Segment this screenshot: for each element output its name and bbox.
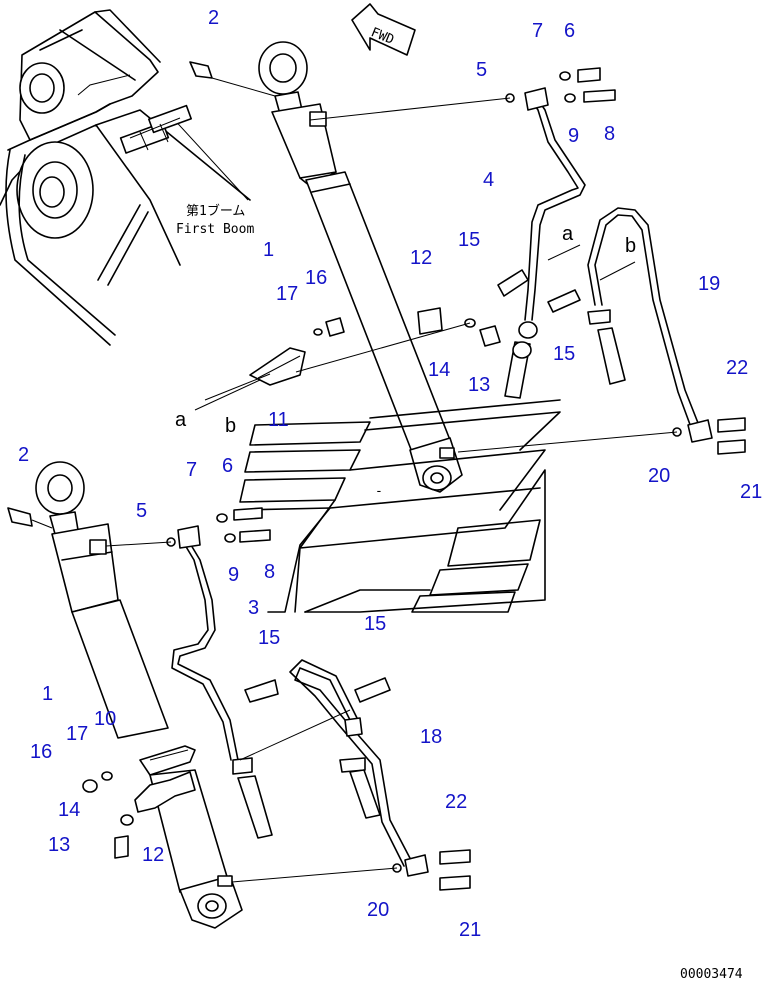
callout-11: 11 [268, 409, 289, 431]
callout-12-top: 12 [410, 247, 432, 269]
svg-text:a: a [175, 409, 187, 431]
fwd-arrow-icon: FWD [351, 3, 416, 56]
callout-5-lower: 5 [136, 500, 147, 522]
callout-15-c: 15 [258, 627, 280, 649]
callout-8-lower: 8 [264, 561, 275, 583]
callout-1-top: 1 [263, 239, 274, 261]
callout-21-lower: 21 [459, 919, 481, 941]
callout-20-top: 20 [648, 465, 670, 487]
callout-9-top: 9 [568, 125, 579, 147]
callout-14-lower: 14 [58, 799, 80, 821]
callout-22-lower: 22 [445, 791, 467, 813]
callout-13-lower: 13 [48, 834, 70, 856]
svg-text:-: - [375, 484, 383, 499]
callout-6-lower: 6 [222, 455, 233, 477]
callout-22-top: 22 [726, 357, 748, 379]
callout-12-lower: 12 [142, 844, 164, 866]
callout-17-lower: 17 [66, 723, 88, 745]
boom-cylinder-upper [258, 41, 463, 493]
boom-cylinder-lower [35, 461, 243, 929]
callout-6-top: 6 [564, 20, 575, 42]
callout-16-lower: 16 [30, 741, 52, 763]
callout-17-top: 17 [276, 283, 298, 305]
callout-2-top: 2 [208, 7, 219, 29]
callout-15-b: 15 [553, 343, 575, 365]
lower-piping [7, 507, 471, 891]
callout-14-top: 14 [428, 359, 450, 381]
callout-8-top: 8 [604, 123, 615, 145]
callout-13-top: 13 [468, 374, 490, 396]
frame-structure: - [239, 399, 561, 613]
callout-4: 4 [483, 169, 494, 191]
svg-text:b: b [625, 235, 636, 257]
callout-3: 3 [248, 597, 259, 619]
callout-9-lower: 9 [228, 564, 239, 586]
drawing-number: 00003474 [680, 967, 743, 982]
callout-labels: 2 7 6 5 9 8 4 1 15 12 16 17 19 22 15 14 … [18, 7, 762, 941]
callout-16-top: 16 [305, 267, 327, 289]
callout-7-lower: 7 [186, 459, 197, 481]
svg-text:b: b [225, 415, 236, 437]
callout-5-top: 5 [476, 59, 487, 81]
callout-2-lower: 2 [18, 444, 29, 466]
callout-15-d: 15 [364, 613, 386, 635]
upper-piping [189, 61, 746, 455]
callout-1-lower: 1 [42, 683, 53, 705]
boom-caption-en: First Boom [176, 222, 254, 237]
callout-19: 19 [698, 273, 720, 295]
svg-text:a: a [562, 223, 574, 245]
callout-18: 18 [420, 726, 442, 748]
callout-21-top: 21 [740, 481, 762, 503]
view-arrows: a b a b [175, 223, 636, 437]
callout-15-a: 15 [458, 229, 480, 251]
callout-7-top: 7 [532, 20, 543, 42]
boom-caption-jp: 第1ブーム [186, 203, 245, 219]
callout-20-lower: 20 [367, 899, 389, 921]
callout-10: 10 [94, 708, 116, 730]
first-boom: 第1ブーム First Boom [0, 9, 254, 346]
